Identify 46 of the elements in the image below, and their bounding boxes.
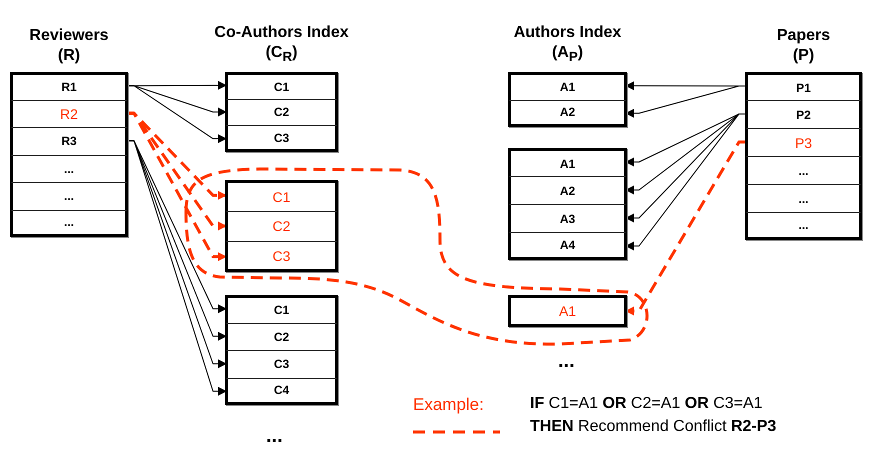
table-row: ... xyxy=(745,184,862,212)
table-row: R2 xyxy=(10,100,128,127)
ellipsis: ... xyxy=(266,425,283,448)
ellipsis: ... xyxy=(558,350,575,373)
table-row: C2 xyxy=(225,210,338,242)
table-box xyxy=(745,72,862,240)
column-heading: Co-Authors Index (C$_{R}$) xyxy=(213,23,350,66)
example-label: Example: xyxy=(413,395,484,415)
table-box xyxy=(225,180,338,272)
column-heading: Papers (P) xyxy=(776,26,832,66)
column-heading: Authors Index (A$_{P}$) xyxy=(512,23,622,66)
table-row: P2 xyxy=(745,100,862,128)
table-row: P1 xyxy=(745,72,862,100)
table-box xyxy=(225,295,338,405)
table-row: ... xyxy=(745,212,862,240)
table-row: C3 xyxy=(225,350,338,378)
table-box xyxy=(508,148,627,260)
table-box xyxy=(225,72,338,152)
table-row: R1 xyxy=(10,72,128,100)
arrow xyxy=(625,140,747,316)
table-row: C3 xyxy=(225,241,338,272)
table-row: A2 xyxy=(508,176,627,204)
table-row: C4 xyxy=(225,378,338,405)
table-row: A4 xyxy=(508,232,627,260)
table-row: C2 xyxy=(225,98,338,126)
legend-text: IF C1=A1 OR C2=A1 OR C3=A1 THEN Recommend Conflict R2-P3 xyxy=(530,394,778,438)
table-row: C1 xyxy=(225,295,338,322)
table-row: A3 xyxy=(508,204,627,232)
column-heading: Reviewers (R) xyxy=(28,26,110,66)
table-row: ... xyxy=(10,182,128,210)
table-row: ... xyxy=(10,154,128,182)
table-box xyxy=(10,72,128,237)
table-row: A1 xyxy=(508,148,627,176)
table-row: A2 xyxy=(508,100,627,127)
table-row: P3 xyxy=(745,128,862,156)
table-row: C3 xyxy=(225,125,338,152)
table-row: R3 xyxy=(10,127,128,154)
table-row: C1 xyxy=(225,180,338,211)
table-row: A1 xyxy=(508,72,627,100)
arrow xyxy=(126,112,227,262)
table-row: A1 xyxy=(508,295,627,327)
table-row: C2 xyxy=(225,322,338,350)
table-row: ... xyxy=(745,156,862,184)
table-box xyxy=(508,72,627,127)
table-row: C1 xyxy=(225,72,338,99)
table-row: ... xyxy=(10,210,128,237)
